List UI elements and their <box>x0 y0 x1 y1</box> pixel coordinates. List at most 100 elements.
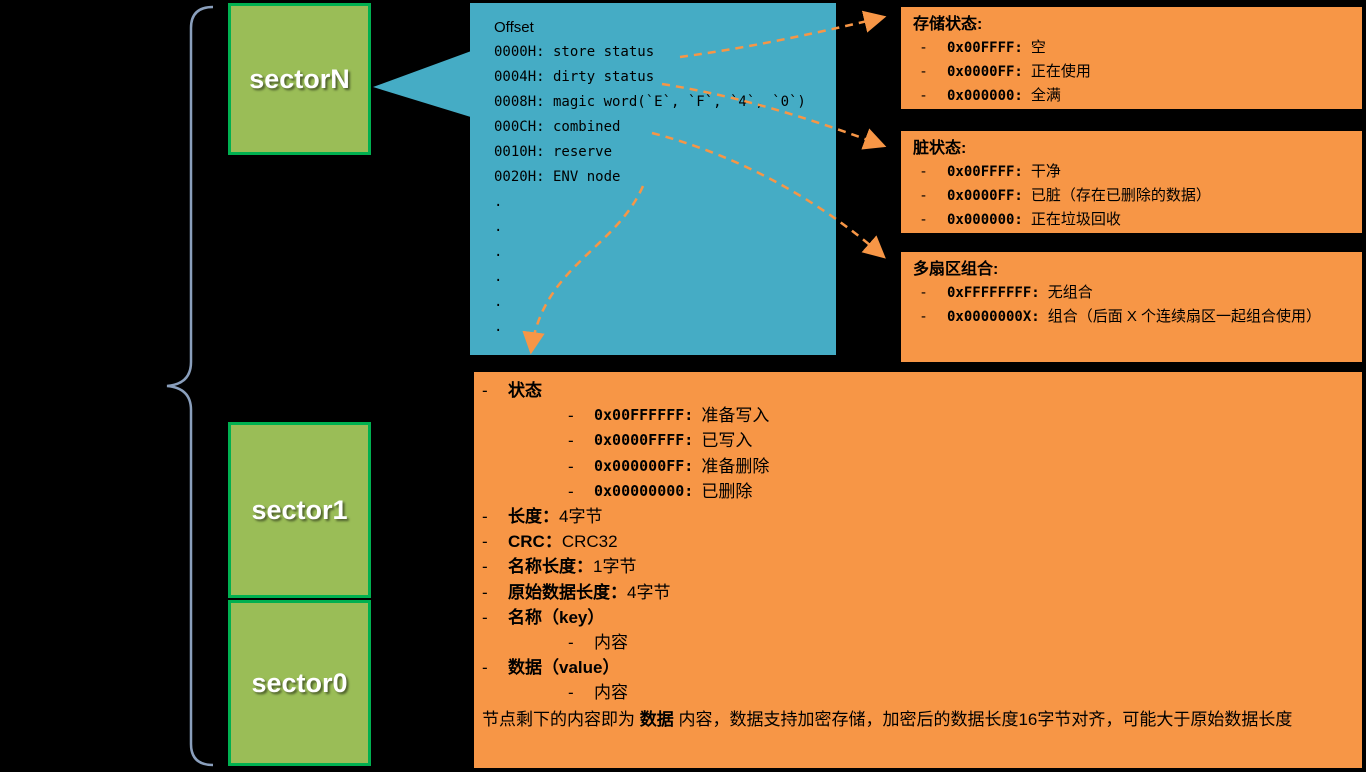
store-status-item: - 0x00FFFF: 空 <box>913 36 1352 60</box>
item-desc: 准备删除 <box>701 456 770 476</box>
offset-row: 0004H: dirty status <box>494 69 655 85</box>
bullet-dash: - <box>921 87 926 104</box>
value-label: 数据（value） <box>508 658 620 678</box>
combined-title: 多扇区组合: <box>913 261 999 278</box>
bullet-dash: - <box>568 406 574 426</box>
field-label: 名称长度： <box>508 557 593 577</box>
store-status-box: 存储状态: - 0x00FFFF: 空 - 0x0000FF: 正在使用 - 0… <box>897 3 1366 113</box>
hex-code: 0xFFFFFFFF: <box>947 285 1040 301</box>
ellipsis-dot: . <box>494 269 503 285</box>
store-status-item: - 0x000000: 全满 <box>913 84 1352 108</box>
env-status-label: 状态 <box>508 381 542 400</box>
footer-text: 节点剩下的内容即为 <box>482 709 640 729</box>
ellipsis-dot: . <box>494 194 503 210</box>
dirty-status-item: - 0x0000FF: 已脏（存在已删除的数据） <box>913 184 1352 208</box>
field-value: CRC32 <box>561 532 618 552</box>
sector-n-box: sectorN <box>228 3 371 155</box>
env-footer-note: 节点剩下的内容即为 数据 内容，数据支持加密存储，加密后的数据长度16字节对齐，… <box>480 707 1348 732</box>
callout-tail <box>373 50 474 118</box>
item-desc: 组合（后面 X 个连续扇区一起组合使用） <box>1047 308 1322 325</box>
dirty-status-item: - 0x00FFFF: 干净 <box>913 160 1352 184</box>
bullet-dash: - <box>482 582 488 602</box>
field-value: 1字节 <box>593 557 637 577</box>
dirty-status-item: - 0x000000: 正在垃圾回收 <box>913 208 1352 232</box>
offset-table-box: Offset 0000H: store status 0004H: dirty … <box>470 3 836 355</box>
ellipsis-dot: . <box>494 294 503 310</box>
hex-code: 0x0000000X: <box>947 309 1040 325</box>
item-desc: 无组合 <box>1047 284 1093 301</box>
hex-code: 0x00FFFF: <box>947 40 1023 56</box>
env-field: - 长度： 4字节 <box>480 504 1348 529</box>
key-content: 内容 <box>594 633 628 653</box>
env-status-header: - 状态 <box>480 378 1348 403</box>
hex-code: 0x00FFFF: <box>947 164 1023 180</box>
hex-code: 0x000000FF: <box>594 456 694 475</box>
bullet-dash: - <box>568 633 574 653</box>
item-desc: 已写入 <box>701 431 753 451</box>
sector-n-label: sectorN <box>249 63 350 94</box>
sector-0-label: sector0 <box>251 667 348 698</box>
left-brace <box>166 5 214 767</box>
env-node-box: - 状态 - 0x00FFFFFF: 准备写入 - 0x0000FFFF: 已写… <box>470 368 1366 772</box>
env-status-item: - 0x0000FFFF: 已写入 <box>480 428 1348 453</box>
store-status-title: 存储状态: <box>913 16 983 33</box>
hex-code: 0x00FFFFFF: <box>594 406 694 425</box>
hex-code: 0x000000: <box>947 88 1023 104</box>
bullet-dash: - <box>482 507 488 527</box>
bullet-dash: - <box>482 607 488 627</box>
bullet-dash: - <box>482 658 488 678</box>
ellipsis-dot: . <box>494 219 503 235</box>
item-desc: 全满 <box>1030 87 1061 104</box>
bullet-dash: - <box>921 308 926 325</box>
bullet-dash: - <box>568 683 574 703</box>
item-desc: 空 <box>1030 39 1046 56</box>
hex-code: 0x00000000: <box>594 481 694 500</box>
sector-0-box: sector0 <box>228 600 371 766</box>
store-status-item: - 0x0000FF: 正在使用 <box>913 60 1352 84</box>
env-field: - CRC： CRC32 <box>480 529 1348 554</box>
footer-bold: 数据 <box>639 709 674 729</box>
ellipsis-dot: . <box>494 319 503 335</box>
sector-1-label: sector1 <box>251 494 348 525</box>
bullet-dash: - <box>921 39 926 56</box>
env-field: - 原始数据长度： 4字节 <box>480 580 1348 605</box>
env-status-item: - 0x00FFFFFF: 准备写入 <box>480 403 1348 428</box>
bullet-dash: - <box>568 456 574 476</box>
bullet-dash: - <box>568 481 574 501</box>
env-value-content: - 内容 <box>480 680 1348 705</box>
env-value-header: - 数据（value） <box>480 655 1348 680</box>
field-label: 原始数据长度： <box>508 582 627 602</box>
bullet-dash: - <box>921 284 926 301</box>
bullet-dash: - <box>568 431 574 451</box>
item-desc: 正在使用 <box>1030 63 1091 80</box>
key-label: 名称（key） <box>508 607 605 627</box>
sector-1-box: sector1 <box>228 422 371 598</box>
bullet-dash: - <box>921 163 926 180</box>
hex-code: 0x0000FFFF: <box>594 431 694 450</box>
combined-item: - 0xFFFFFFFF: 无组合 <box>913 281 1352 305</box>
offset-row: 0020H: ENV node <box>494 169 621 185</box>
field-label: CRC： <box>508 532 562 552</box>
offset-row: 0010H: reserve <box>494 144 613 160</box>
bullet-dash: - <box>482 532 488 552</box>
offset-row: 0000H: store status <box>494 44 655 60</box>
bullet-dash: - <box>921 211 926 228</box>
combined-item: - 0x0000000X: 组合（后面 X 个连续扇区一起组合使用） <box>913 305 1352 329</box>
item-desc: 正在垃圾回收 <box>1030 211 1121 228</box>
footer-text: 内容，数据支持加密存储，加密后的数据长度16字节对齐，可能大于原始数据长度 <box>673 709 1293 729</box>
field-value: 4字节 <box>627 582 671 602</box>
env-key-content: - 内容 <box>480 630 1348 655</box>
item-desc: 干净 <box>1030 163 1061 180</box>
item-desc: 已删除 <box>701 481 753 501</box>
combined-box: 多扇区组合: - 0xFFFFFFFF: 无组合 - 0x0000000X: 组… <box>897 248 1366 366</box>
field-value: 4字节 <box>559 507 603 527</box>
offset-row: 0008H: magic word(`E`, `F`, `4`, `0`) <box>494 94 806 110</box>
bullet-dash: - <box>921 187 926 204</box>
item-desc: 已脏（存在已删除的数据） <box>1030 187 1211 204</box>
env-status-item: - 0x000000FF: 准备删除 <box>480 454 1348 479</box>
hex-code: 0x0000FF: <box>947 64 1023 80</box>
offset-row: 000CH: combined <box>494 119 621 135</box>
item-desc: 准备写入 <box>701 406 770 426</box>
hex-code: 0x000000: <box>947 212 1023 228</box>
